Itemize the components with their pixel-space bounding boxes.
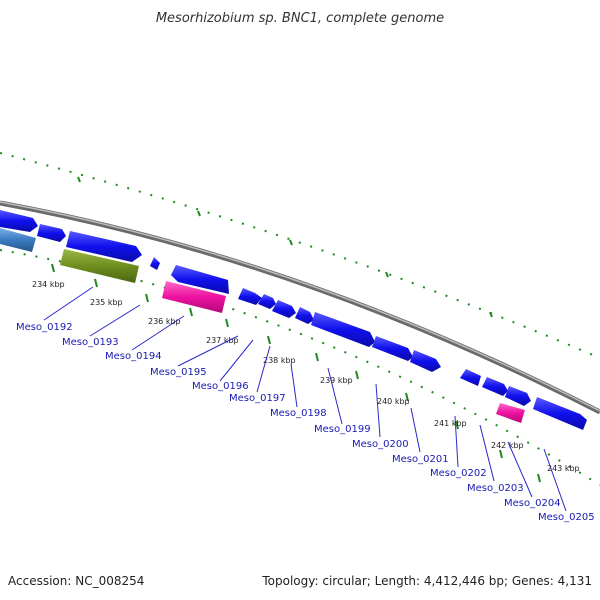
gene-label-meso-0194[interactable]: Meso_0194 [105,351,162,362]
kbp-label: 241 kbp [434,419,467,428]
gene-label-meso-0200[interactable]: Meso_0200 [352,439,409,450]
gene-box[interactable] [162,281,226,313]
gene-arrow[interactable] [37,224,66,242]
gene-arrow[interactable] [66,231,142,262]
outer-major-ticks [77,176,493,318]
gene-label-meso-0204[interactable]: Meso_0204 [504,498,561,509]
gene-label-meso-0192[interactable]: Meso_0192 [16,322,73,333]
gene-arrow[interactable] [410,350,441,372]
gene-arrow[interactable] [311,312,375,347]
gene-label-meso-0195[interactable]: Meso_0195 [150,367,207,378]
gene-label-meso-0201[interactable]: Meso_0201 [392,454,449,465]
kbp-label: 236 kbp [148,317,181,326]
gene-box[interactable] [0,228,36,252]
gene-label-meso-0205[interactable]: Meso_0205 [538,512,595,523]
gene-arrow[interactable] [460,369,481,386]
genome-backbone [0,200,600,415]
kbp-label: 235 kbp [90,298,123,307]
map-title: Mesorhizobium sp. BNC1, complete genome [156,11,444,26]
gene-label-meso-0202[interactable]: Meso_0202 [430,468,487,479]
gene-arrow[interactable] [171,265,229,294]
kbp-label: 242 kbp [491,441,524,450]
gene-arrow[interactable] [482,377,508,396]
kbp-label: 240 kbp [377,397,410,406]
inner-tick-ring [0,249,600,486]
gene-label-meso-0193[interactable]: Meso_0193 [62,337,119,348]
gene-label-meso-0199[interactable]: Meso_0199 [314,424,371,435]
kbp-label: 238 kbp [263,356,296,365]
gene-arrow[interactable] [272,300,296,318]
gene-arrow[interactable] [533,397,587,430]
kbp-label: 234 kbp [32,280,65,289]
gene-arrow[interactable] [505,386,531,406]
inner-major-ticks [51,263,541,483]
gene-label-meso-0197[interactable]: Meso_0197 [229,393,286,404]
kbp-label: 243 kbp [547,464,580,473]
gene-arrow[interactable] [258,294,276,309]
gene-arrow[interactable] [0,210,38,232]
gene-labels: Meso_0192 Meso_0193 Meso_0194 Meso_0195 … [16,322,595,523]
gene-arrow[interactable] [295,307,314,324]
gene-arrow[interactable] [150,257,160,270]
kbp-label: 239 kbp [320,376,353,385]
gene-arrow[interactable] [372,336,413,361]
topology-text: Topology: circular; Length: 4,412,446 bp… [261,574,592,588]
accession-text: Accession: NC_008254 [8,574,144,588]
gene-label-meso-0196[interactable]: Meso_0196 [192,381,249,392]
gene-box[interactable] [496,403,525,423]
kbp-scale-labels: 234 kbp 235 kbp 236 kbp 237 kbp 238 kbp … [32,280,580,473]
gene-label-meso-0198[interactable]: Meso_0198 [270,408,327,419]
gene-leader-lines [43,286,567,512]
gene-arrow[interactable] [238,288,262,305]
kbp-label: 237 kbp [206,336,239,345]
gene-box[interactable] [60,249,139,283]
gene-features [0,210,587,430]
gene-label-meso-0203[interactable]: Meso_0203 [467,483,524,494]
outer-tick-ring [0,152,600,359]
